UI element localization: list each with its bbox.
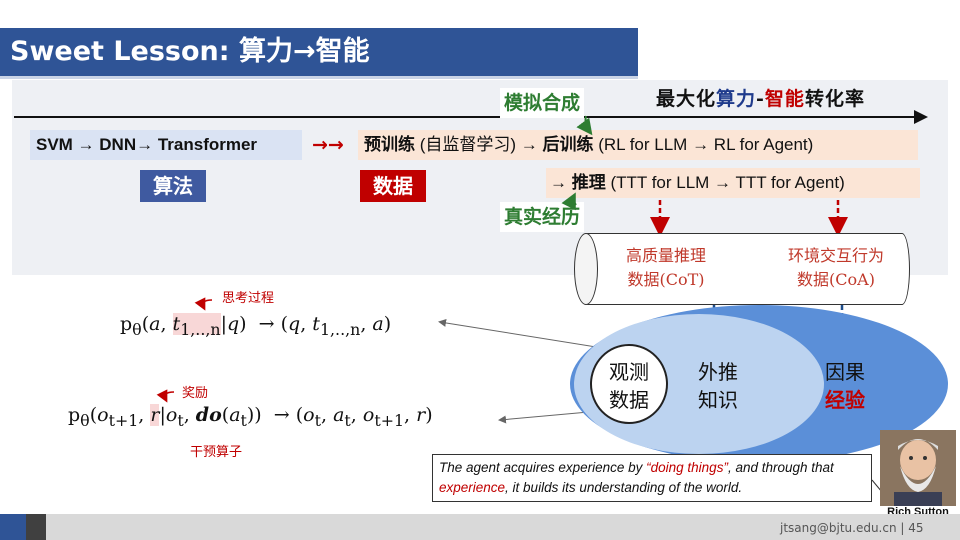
rich-sutton-photo <box>880 430 956 506</box>
inference-chain: → 推理 (TTT for LLM → TTT for Agent) <box>546 168 920 198</box>
formula-cot: pθ(a, t1,..,n|q) → (q, t1,..,n, a) <box>120 313 392 339</box>
algorithm-tag: 算法 <box>140 170 206 202</box>
training-chain: 预训练 (自监督学习) → 后训练 (RL for LLM → RL for A… <box>358 130 918 160</box>
axis-title: 最大化算力-智能转化率 <box>656 88 865 110</box>
cot-data-label: 高质量推理数据(CoT) <box>625 246 706 289</box>
data-cylinder <box>580 233 910 305</box>
extrapolation-label: 外推知识 <box>698 360 738 412</box>
page-title: Sweet Lesson: 算力→智能 <box>0 28 638 76</box>
simulated-label: 模拟合成 <box>500 88 585 118</box>
timeline-axis <box>14 116 920 118</box>
observation-circle <box>590 344 668 424</box>
intervention-note: 干预算子 <box>190 445 243 460</box>
thinking-note: 思考过程 <box>222 291 275 306</box>
footer-accent-mid <box>26 514 46 540</box>
observation-label: 观测数据 <box>609 360 649 412</box>
cylinder-cap <box>574 233 598 305</box>
sutton-quote: The agent acquires experience by “doing … <box>432 454 872 502</box>
data-tag: 数据 <box>360 170 426 202</box>
footer-bar <box>0 514 960 540</box>
formula-coa: pθ(ot+1, r|ot, do(at)) → (ot, at, ot+1, … <box>68 404 433 430</box>
algorithm-chain: SVM → DNN→ Transformer <box>30 130 302 160</box>
axis-arrow-icon <box>914 110 928 124</box>
footer-accent-left <box>0 514 26 540</box>
red-arrows-icon: →→ <box>312 134 344 156</box>
causal-label: 因果经验 <box>825 360 865 412</box>
footer-text: jtsang@bjtu.edu.cn | 45 <box>780 521 924 535</box>
coa-data-label: 环境交互行为数据(CoA) <box>787 246 884 289</box>
reward-note: 奖励 <box>182 386 209 401</box>
title-underline <box>0 76 638 79</box>
portrait-icon <box>880 430 956 506</box>
